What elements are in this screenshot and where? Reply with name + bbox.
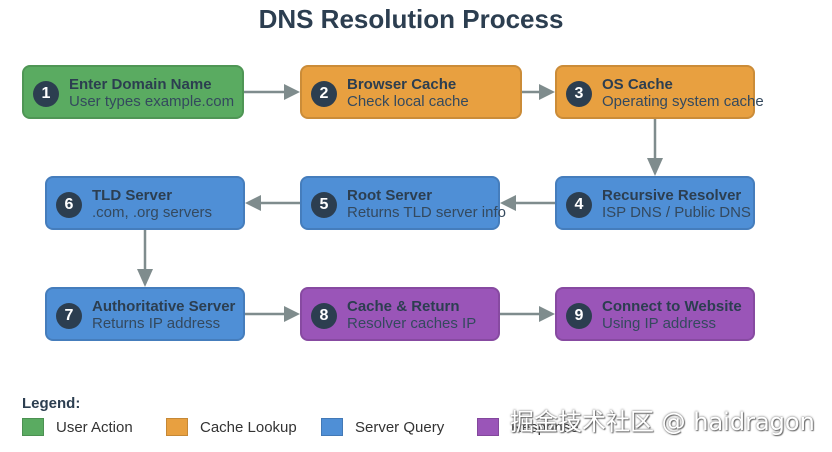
- step-number-badge: 7: [56, 303, 82, 329]
- step-description: Resolver caches IP: [347, 315, 477, 332]
- step-name: Connect to Website: [602, 298, 742, 315]
- arrowhead-icon: [539, 84, 555, 100]
- step-description: Returns TLD server info: [347, 204, 506, 221]
- step-name: Root Server: [347, 187, 433, 204]
- legend-label: Cache Lookup: [200, 418, 297, 436]
- step-name: Cache & Return: [347, 298, 460, 315]
- arrowhead-icon: [500, 195, 516, 211]
- step-description: .com, .org servers: [92, 204, 213, 221]
- step-node-3[interactable]: 3 OS Cache Operating system cache: [555, 65, 764, 119]
- step-number-badge: 5: [311, 192, 337, 218]
- legend-swatch: [321, 418, 343, 436]
- legend-swatch: [477, 418, 499, 436]
- step-name: Authoritative Server: [92, 298, 236, 315]
- step-description: ISP DNS / Public DNS: [602, 204, 751, 221]
- step-name: Browser Cache: [347, 76, 457, 93]
- step-node-5[interactable]: 5 Root Server Returns TLD server info: [300, 176, 506, 230]
- step-name: Enter Domain Name: [69, 76, 212, 93]
- legend-item-cache-lookup: Cache Lookup: [166, 417, 297, 437]
- step-name: Recursive Resolver: [602, 187, 742, 204]
- step-number-badge: 9: [566, 303, 592, 329]
- legend-label: Response: [511, 418, 579, 436]
- legend-swatch: [166, 418, 188, 436]
- step-description: Operating system cache: [602, 93, 764, 110]
- arrowhead-icon: [284, 84, 300, 100]
- diagram-title: DNS Resolution Process: [258, 4, 564, 34]
- step-description: Check local cache: [347, 93, 469, 110]
- watermark: 掘金技术社区 @ haidragon: [510, 408, 815, 436]
- step-node-7[interactable]: 7 Authoritative Server Returns IP addres…: [45, 287, 245, 341]
- step-node-2[interactable]: 2 Browser Cache Check local cache: [300, 65, 522, 119]
- legend-item-user-action: User Action: [22, 417, 133, 437]
- step-node-8[interactable]: 8 Cache & Return Resolver caches IP: [300, 287, 500, 341]
- step-number-badge: 2: [311, 81, 337, 107]
- step-description: User types example.com: [69, 93, 235, 110]
- step-description: Returns IP address: [92, 315, 221, 332]
- legend-item-server-query: Server Query: [321, 417, 444, 437]
- step-description: Using IP address: [602, 315, 716, 332]
- step-name: TLD Server: [92, 187, 173, 204]
- legend-title: Legend:: [22, 395, 81, 412]
- legend-label: Server Query: [355, 418, 445, 436]
- arrowhead-icon: [245, 195, 261, 211]
- step-node-6[interactable]: 6 TLD Server .com, .org servers: [45, 176, 245, 230]
- step-number-badge: 4: [566, 192, 592, 218]
- legend-item-response: Response: [477, 417, 579, 437]
- arrowhead-icon: [137, 269, 153, 287]
- legend-swatch: [22, 418, 44, 436]
- step-node-9[interactable]: 9 Connect to Website Using IP address: [555, 287, 755, 341]
- arrowhead-icon: [284, 306, 300, 322]
- arrowhead-icon: [539, 306, 555, 322]
- step-node-4[interactable]: 4 Recursive Resolver ISP DNS / Public DN…: [555, 176, 755, 230]
- step-number-badge: 8: [311, 303, 337, 329]
- step-number-badge: 6: [56, 192, 82, 218]
- step-node-1[interactable]: 1 Enter Domain Name User types example.c…: [22, 65, 244, 119]
- step-number-badge: 1: [33, 81, 59, 107]
- legend-label: User Action: [56, 418, 133, 436]
- step-number-badge: 3: [566, 81, 592, 107]
- step-name: OS Cache: [602, 76, 673, 93]
- arrowhead-icon: [647, 158, 663, 176]
